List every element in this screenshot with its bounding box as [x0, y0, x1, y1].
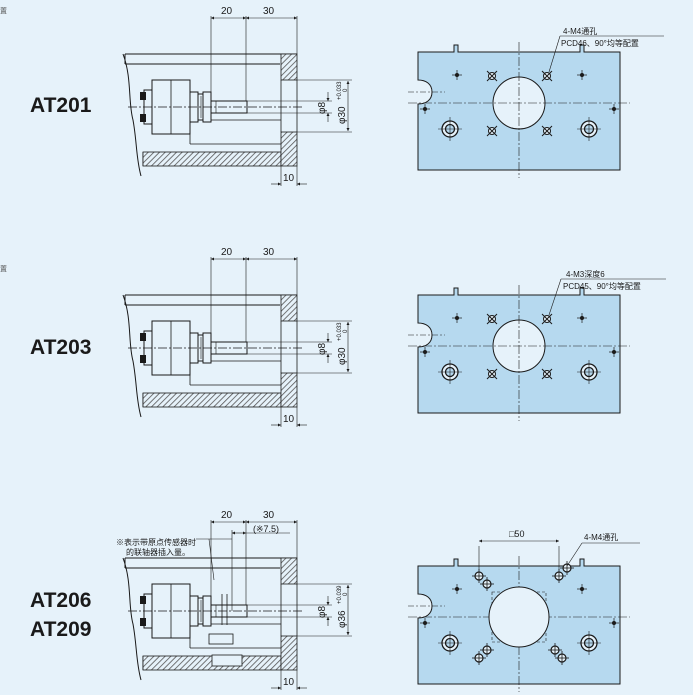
- front-plate-at203: [407, 284, 631, 422]
- dim-bore-dia-at201: φ30: [337, 106, 348, 124]
- dim-10-at203: 10: [283, 414, 295, 425]
- dim-20-at206: 20: [221, 510, 233, 521]
- dim-shaft-dia-at206: φ8: [317, 606, 328, 618]
- model-label-at206: AT206: [30, 589, 92, 612]
- dim-shaft-dia-at203: φ8: [317, 343, 328, 355]
- side-view-at203: [123, 257, 352, 427]
- hole-label-at201: 4-M4通孔: [563, 26, 597, 36]
- model-label-at203: AT203: [30, 336, 92, 359]
- front-plate-at201: [407, 41, 631, 179]
- dim-10-at206: 10: [283, 677, 295, 688]
- note-line-2: 的联轴器插入量。: [126, 547, 190, 557]
- leader-line-at206: [566, 542, 583, 567]
- square-dim-label: □50: [509, 529, 524, 539]
- dim-bore-dia-at203: φ30: [337, 347, 348, 365]
- dim-30-at206: 30: [263, 510, 275, 521]
- tol-lower-at201: 0: [343, 88, 349, 92]
- tol-upper-at201: +0.033: [337, 81, 343, 100]
- leader-line-at201: [548, 35, 561, 73]
- tol-upper-at203: +0.033: [337, 322, 343, 341]
- pcd-label-at203: PCD45、90°均等配置: [563, 281, 641, 291]
- dim-20-at203: 20: [221, 247, 233, 258]
- side-view-at206: [123, 520, 352, 690]
- side-view-at201: [123, 16, 352, 186]
- edge-mark-top: 置: [0, 8, 7, 15]
- hole-label-at206: 4-M4通孔: [584, 532, 618, 542]
- leader-line-at203: [548, 278, 562, 316]
- model-label-at209: AT209: [30, 618, 92, 641]
- note-line-1: ※表示带原点传感器时: [116, 537, 196, 547]
- dim-shaft-dia-at201: φ8: [317, 102, 328, 114]
- dim-30-at201: 30: [263, 6, 275, 17]
- pcd-label-at201: PCD46、90°均等配置: [561, 38, 639, 48]
- model-label-at201: AT201: [30, 94, 92, 117]
- dim-20-at201: 20: [221, 6, 233, 17]
- dim-30-at203: 30: [263, 247, 275, 258]
- tol-lower-at203: 0: [343, 329, 349, 333]
- edge-mark-middle: 置: [0, 266, 7, 273]
- front-plate-at206: [407, 555, 631, 693]
- dim-ref-7-5: (※7.5): [253, 524, 279, 534]
- dim-bore-dia-at206: φ36: [337, 610, 348, 628]
- tol-lower-at206: 0: [343, 592, 349, 596]
- tol-upper-at206: +0.039: [337, 585, 343, 604]
- hole-label-at203: 4-M3深度6: [566, 269, 605, 279]
- dim-10-at201: 10: [283, 173, 295, 184]
